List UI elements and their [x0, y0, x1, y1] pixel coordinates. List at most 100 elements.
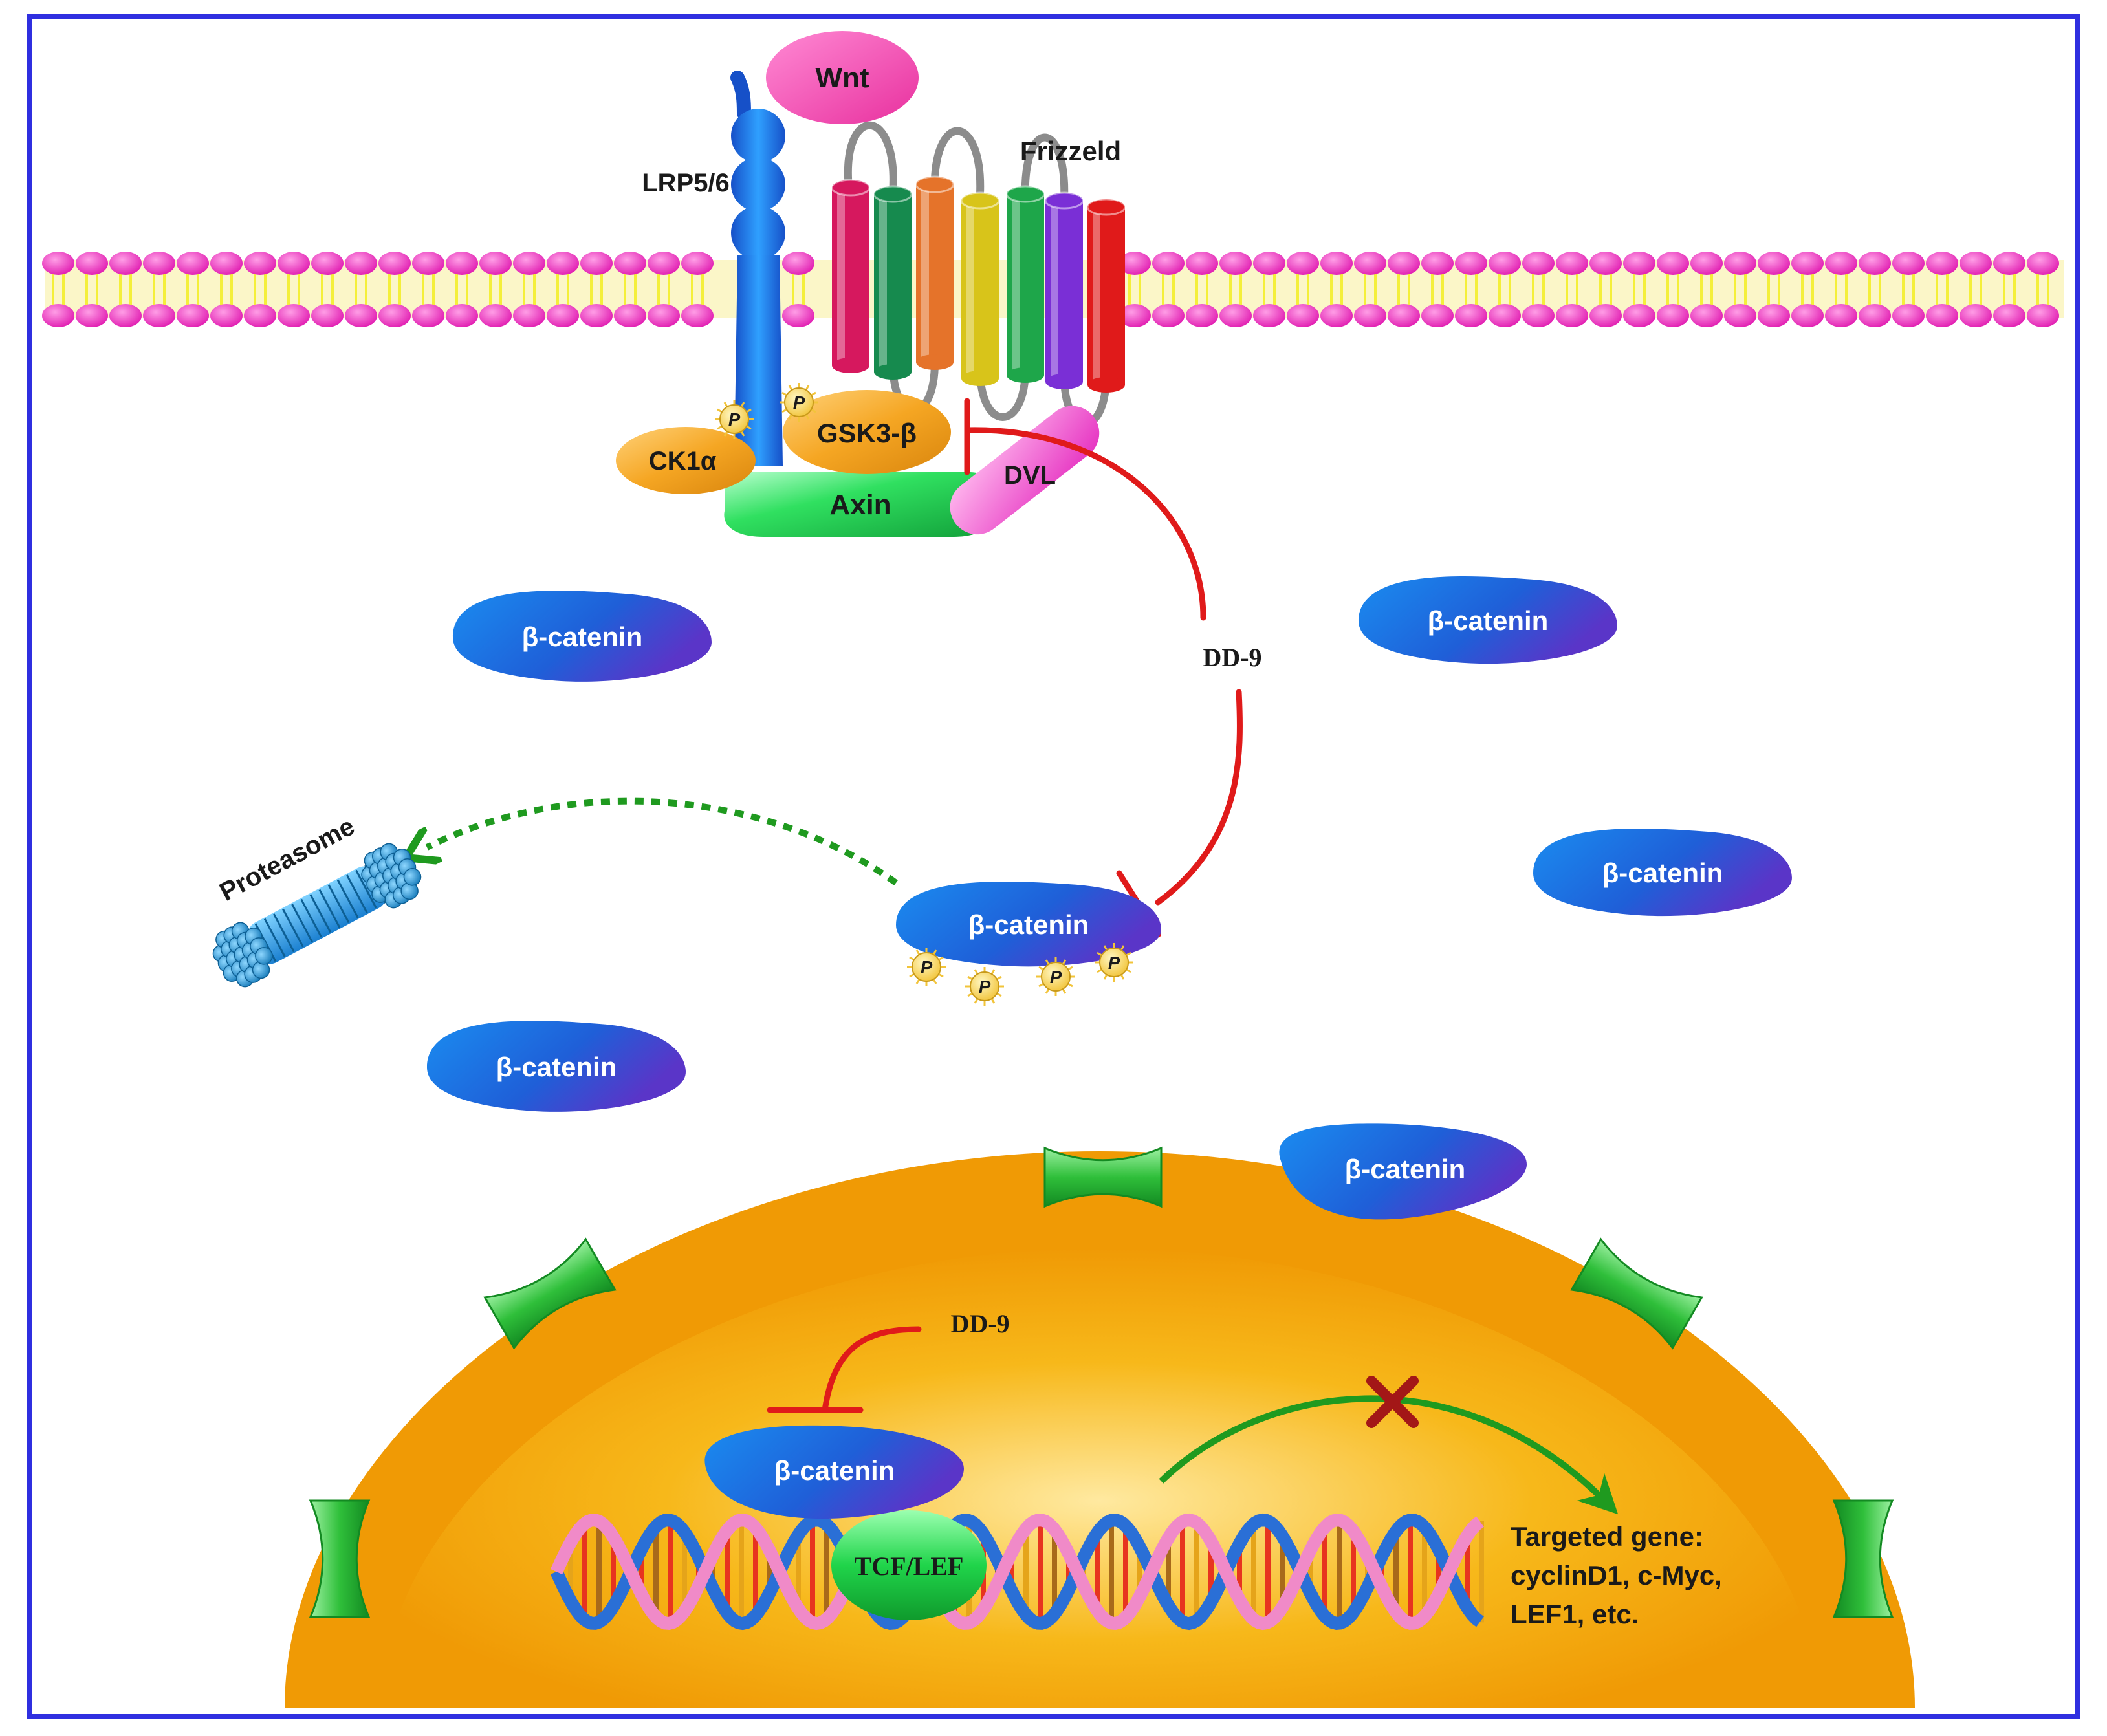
- lipid-head: [345, 252, 377, 275]
- lipid-head: [1522, 304, 1555, 327]
- lipid-head: [681, 304, 714, 327]
- lipid-head: [143, 304, 175, 327]
- lipid-head: [412, 252, 444, 275]
- lipid-head: [1926, 304, 1958, 327]
- frizzled-helix: [1007, 194, 1044, 375]
- lipid-head: [782, 252, 814, 275]
- svg-text:P: P: [1050, 967, 1062, 987]
- gsk3b-kinase: [783, 390, 951, 474]
- lipid-head: [580, 252, 613, 275]
- frizzled-helix: [916, 184, 954, 362]
- lipid-head: [681, 252, 714, 275]
- svg-text:P: P: [793, 393, 805, 413]
- lipid-head: [782, 304, 814, 327]
- lipid-head: [378, 252, 411, 275]
- lipid-head: [1657, 252, 1689, 275]
- beta-catenin: β-catenin: [1533, 829, 1792, 917]
- lipid-head: [1455, 304, 1487, 327]
- wnt-ligand: Wnt: [766, 31, 919, 124]
- wnt-label: Wnt: [815, 62, 869, 94]
- phospho-p-badge-icon: P: [907, 948, 946, 986]
- dd9-nucleus-label: DD-9: [950, 1309, 1009, 1338]
- phospho-p-badge-icon: P: [780, 383, 818, 422]
- lipid-head: [1892, 252, 1925, 275]
- lipid-head: [1589, 252, 1622, 275]
- lipid-head: [1556, 304, 1588, 327]
- lipid-head: [76, 304, 108, 327]
- lipid-head: [1388, 304, 1420, 327]
- nuclear-pore: [309, 1499, 371, 1618]
- lipid-head: [1119, 252, 1151, 275]
- lipid-head: [42, 304, 74, 327]
- lipid-head: [1287, 252, 1319, 275]
- nuclear-pore: [1043, 1146, 1163, 1208]
- lipid-head: [1556, 252, 1588, 275]
- lipid-head: [311, 252, 344, 275]
- lipid-head: [1589, 304, 1622, 327]
- lipid-head: [1791, 252, 1824, 275]
- phospho-p-badge-icon: P: [715, 400, 754, 439]
- lipid-head: [513, 252, 545, 275]
- targeted-genes-line2: LEF1, etc.: [1511, 1599, 1639, 1629]
- lipid-head: [1320, 304, 1353, 327]
- lipid-head: [1758, 304, 1790, 327]
- beta-catenin-label: β-catenin: [1602, 858, 1723, 888]
- lipid-head: [177, 252, 209, 275]
- lipid-head: [1219, 304, 1252, 327]
- lipid-head: [513, 304, 545, 327]
- lipid-head: [648, 252, 680, 275]
- beta-catenin-label: β-catenin: [1428, 605, 1549, 636]
- svg-text:P: P: [921, 957, 933, 977]
- beta-catenin: β-catenin: [1359, 576, 1617, 664]
- lipid-head: [580, 304, 613, 327]
- lipid-head: [614, 304, 646, 327]
- dna-strand: [550, 1513, 1484, 1631]
- targeted-genes-line1: cyclinD1, c-Myc,: [1511, 1560, 1722, 1590]
- lipid-head: [244, 304, 276, 327]
- phospho-p-badge-icon: P: [1036, 957, 1075, 996]
- lipid-head: [1354, 304, 1386, 327]
- tcf-lef-factor: TCF/LEF: [831, 1510, 987, 1620]
- ck1a-kinase: [616, 427, 756, 494]
- lipid-head: [1320, 252, 1353, 275]
- lipid-head: [648, 304, 680, 327]
- beta-catenin: β-catenin: [427, 1021, 686, 1112]
- nuclear-pores: [309, 1146, 1894, 1618]
- lipid-head: [1421, 304, 1454, 327]
- frizzled-helix: [1087, 207, 1125, 385]
- beta-catenin: β-catenin: [896, 881, 1161, 967]
- lipid-head: [1489, 304, 1521, 327]
- lipid-head: [278, 304, 310, 327]
- lipid-head: [1186, 252, 1218, 275]
- lipid-head: [278, 252, 310, 275]
- axin-protein: [724, 472, 992, 537]
- lipid-head: [1522, 252, 1555, 275]
- lipid-head: [1926, 252, 1958, 275]
- lipid-head: [1960, 304, 1992, 327]
- lipid-head: [378, 304, 411, 327]
- lipid-head: [1791, 304, 1824, 327]
- beta-catenin-pool: β-cateninβ-cateninβ-cateninβ-cateninβ-ca…: [427, 576, 1792, 1112]
- lipid-head: [1287, 304, 1319, 327]
- lipid-head: [1724, 304, 1756, 327]
- beta-catenin-label: β-catenin: [968, 909, 1089, 940]
- lipid-head: [1892, 304, 1925, 327]
- lipid-head: [446, 252, 478, 275]
- lipid-head: [1623, 304, 1655, 327]
- lipid-head: [1253, 304, 1285, 327]
- svg-text:P: P: [1108, 953, 1120, 973]
- gsk3b-label: GSK3-β: [817, 418, 917, 448]
- svg-text:P: P: [979, 977, 991, 997]
- lipid-head: [143, 252, 175, 275]
- lipid-head: [109, 304, 142, 327]
- lipid-head: [1354, 252, 1386, 275]
- lrp56-receptor: [730, 71, 785, 466]
- lipid-head: [547, 252, 579, 275]
- dd9-inhibition-top: [964, 398, 1243, 938]
- lipid-head: [42, 252, 74, 275]
- lipid-head: [1489, 252, 1521, 275]
- dvl-protein: [950, 406, 1100, 535]
- lipid-head: [244, 252, 276, 275]
- phospho-p-badge-icon: P: [965, 967, 1004, 1006]
